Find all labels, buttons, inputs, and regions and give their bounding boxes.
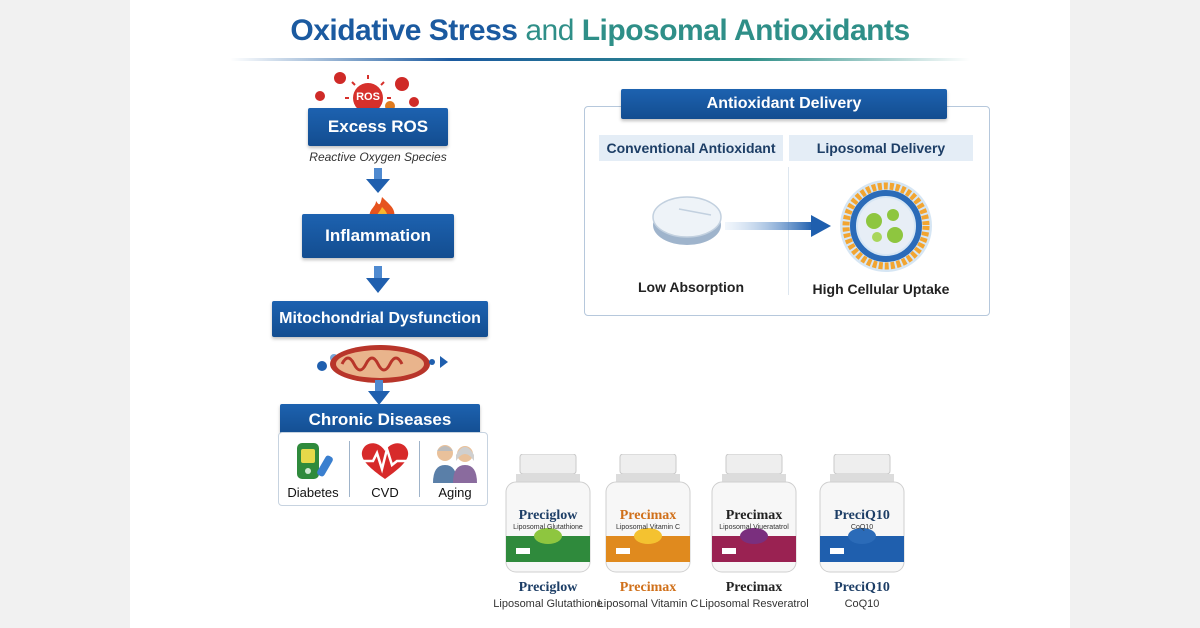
divider	[349, 441, 350, 497]
down-arrow-icon	[366, 168, 390, 193]
product-precimax-resveratrol: Precimax Liposomal Viueratatrol Precimax…	[699, 453, 809, 610]
product-subtitle: CoQ10	[844, 598, 880, 610]
bottle-subtitle: Liposomal Vitamin C	[615, 524, 681, 531]
page-title: Oxidative Stress and Liposomal Antioxida…	[130, 14, 1070, 48]
liposomal-header: Liposomal Delivery	[789, 135, 973, 161]
product-subtitle: Liposomal Vitamin C	[597, 598, 699, 610]
heart-icon	[357, 443, 413, 479]
ros-badge-label: ROS	[356, 91, 380, 103]
low-absorption-label: Low Absorption	[637, 279, 745, 295]
excess-ros-subtitle: Reactive Oxygen Species	[309, 150, 447, 164]
delivery-panel-title: Antioxidant Delivery	[621, 89, 947, 119]
bottle-subtitle: CoQ10	[850, 524, 874, 531]
divider	[419, 441, 420, 497]
diseases-panel: Diabetes CVD Aging	[278, 432, 488, 506]
product-subtitle: Liposomal Glutathione	[493, 598, 603, 610]
supplement-bottle-icon	[605, 453, 691, 573]
excess-ros-box: Excess ROS	[308, 108, 448, 146]
cvd-label: CVD	[371, 485, 399, 500]
down-arrow-icon	[368, 380, 390, 405]
product-name: Precimax	[619, 580, 677, 595]
right-arrow-icon	[725, 215, 831, 237]
bottle-brand: Precimax	[619, 508, 677, 523]
product-name: PreciQ10	[834, 580, 890, 595]
product-precimax-vitamin-c: Precimax Liposomal Vitamin C Precimax Li…	[598, 453, 698, 610]
elderly-couple-icon	[433, 445, 477, 483]
inflammation-box: Inflammation	[302, 214, 454, 258]
product-name: Preciglow	[518, 580, 578, 595]
glucose-meter-icon	[297, 443, 333, 479]
product-subtitle: Liposomal Resveratrol	[699, 598, 809, 610]
title-underline	[230, 58, 970, 61]
title-part-1: Oxidative Stress	[290, 14, 518, 47]
aging-label: Aging	[438, 485, 472, 500]
product-name: Precimax	[725, 580, 783, 595]
product-preciglow: Preciglow Liposomal Glutathione Preciglo…	[493, 453, 603, 610]
infographic-canvas: Oxidative Stress and Liposomal Antioxida…	[130, 0, 1070, 628]
title-part-2: and	[525, 14, 574, 47]
title-part-3: Liposomal Antioxidants	[581, 14, 910, 47]
antioxidant-delivery-panel: Antioxidant Delivery Conventional Antiox…	[584, 89, 990, 316]
product-preciq10: PreciQ10 CoQ10 PreciQ10 CoQ10	[814, 453, 910, 610]
supplement-bottle-icon	[711, 453, 797, 573]
mitochondrial-dysfunction-box: Mitochondrial Dysfunction	[272, 301, 488, 337]
tablet-icon	[652, 196, 722, 245]
column-divider	[788, 167, 789, 295]
bottle-brand: Precimax	[725, 508, 783, 523]
down-arrow-icon	[366, 266, 390, 293]
high-uptake-label: High Cellular Uptake	[812, 281, 950, 297]
supplement-bottle-icon	[505, 453, 591, 573]
bottle-brand: Preciglow	[518, 508, 578, 523]
chronic-diseases-box: Chronic Diseases	[280, 404, 480, 436]
mitochondrion-icon	[317, 345, 448, 383]
conventional-header: Conventional Antioxidant	[599, 135, 783, 161]
liposome-icon	[840, 180, 932, 272]
bottle-brand: PreciQ10	[834, 508, 890, 523]
supplement-bottle-icon	[819, 453, 905, 573]
bottle-subtitle: Liposomal Viueratatrol	[719, 524, 789, 531]
bottle-subtitle: Liposomal Glutathione	[513, 524, 583, 531]
diabetes-label: Diabetes	[287, 485, 339, 500]
